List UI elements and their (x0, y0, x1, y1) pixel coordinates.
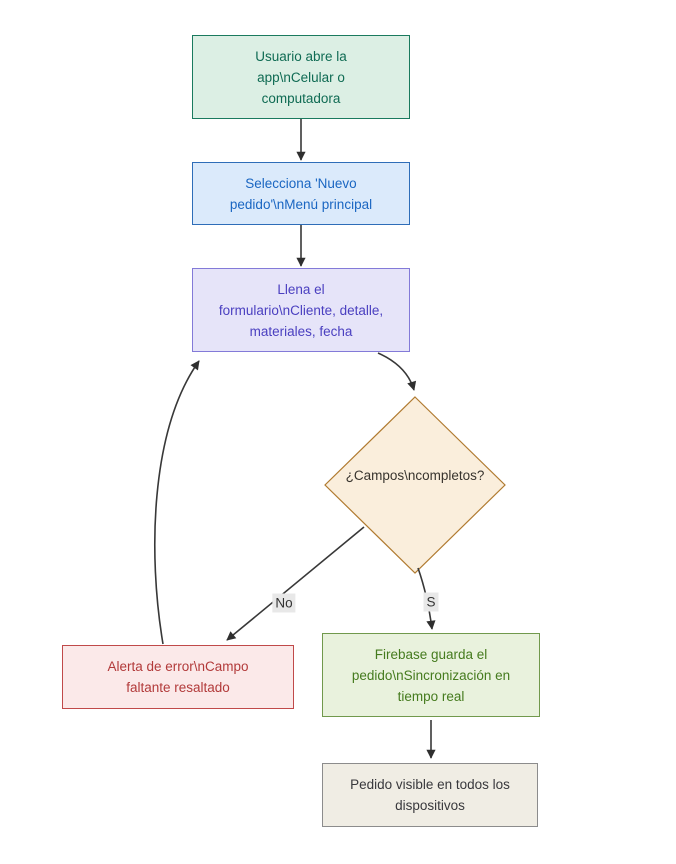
node-usuario-abre-app: Usuario abre la app\nCelular o computado… (192, 35, 410, 119)
decision-campos-completos-label: ¿Campos\ncompletos? (345, 468, 485, 483)
node-usuario-abre-app-label: Usuario abre la app\nCelular o computado… (255, 48, 347, 106)
node-firebase-guarda: Firebase guarda el pedido\nSincronizació… (322, 633, 540, 717)
node-alerta-error-label: Alerta de error\nCampo faltante resaltad… (107, 659, 249, 695)
node-pedido-visible-label: Pedido visible en todos los dispositivos (350, 777, 510, 813)
edge-label-si: S (423, 592, 439, 612)
node-alerta-error: Alerta de error\nCampo faltante resaltad… (62, 645, 294, 709)
edge-error-back-to-form (153, 360, 200, 645)
node-pedido-visible: Pedido visible en todos los dispositivos (322, 763, 538, 827)
node-firebase-guarda-label: Firebase guarda el pedido\nSincronizació… (351, 646, 511, 704)
node-llena-formulario: Llena el formulario\nCliente, detalle, m… (192, 268, 410, 352)
node-selecciona-nuevo-pedido-label: Selecciona 'Nuevo pedido'\nMenú principa… (229, 175, 373, 212)
decision-diamond-shape (324, 396, 506, 574)
node-selecciona-nuevo-pedido: Selecciona 'Nuevo pedido'\nMenú principa… (192, 162, 410, 225)
edge-decision-to-error-no (226, 526, 365, 641)
edge-label-no: No (272, 593, 296, 613)
node-llena-formulario-label: Llena el formulario\nCliente, detalle, m… (218, 281, 384, 339)
edge-form-to-decision (377, 352, 417, 391)
